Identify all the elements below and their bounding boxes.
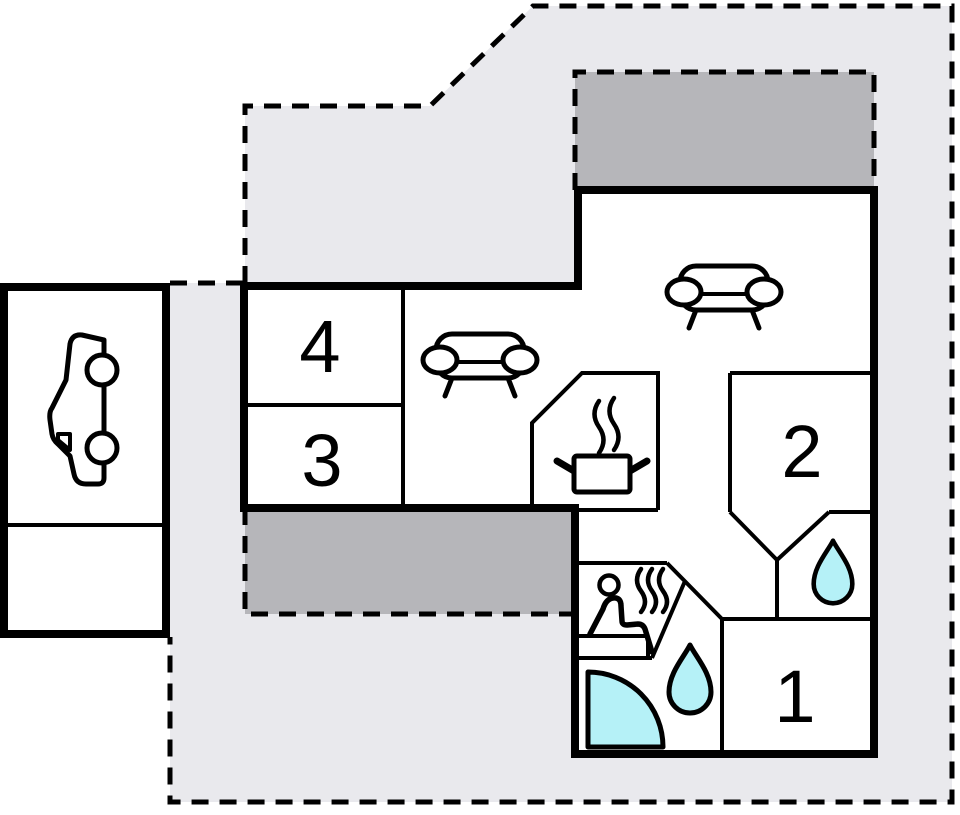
- water-drop-icon: [666, 642, 714, 716]
- terrace-top-border: [572, 69, 877, 190]
- car-icon: [47, 332, 120, 487]
- terrace-bottom: [245, 508, 575, 614]
- heat-waves-icon: [634, 566, 670, 615]
- room-1-label: 1: [774, 655, 815, 738]
- wall-sauna-diagonal: [650, 580, 687, 659]
- shower-icon: [585, 669, 666, 750]
- wall-kitchen: [530, 371, 660, 512]
- wall-bathroom-diagonal: [665, 561, 724, 621]
- terrace-top: [575, 72, 874, 190]
- terrace-bottom-border: [242, 508, 575, 617]
- interior-walls: [244, 286, 874, 754]
- room-2-label: 2: [781, 410, 822, 493]
- wall-room2-door-diagonal: [728, 510, 779, 562]
- water-drop-icon: [811, 538, 855, 606]
- steam-icon: [592, 395, 621, 456]
- plot-boundary-dashed: [167, 3, 955, 805]
- sauna-person-icon: [587, 573, 655, 655]
- cooking-pot-icon: [553, 453, 651, 495]
- room-3-label: 3: [301, 419, 342, 502]
- wall-toilet-diagonal: [775, 510, 831, 562]
- room-4-label: 4: [299, 305, 340, 388]
- sauna-bench: [575, 634, 650, 658]
